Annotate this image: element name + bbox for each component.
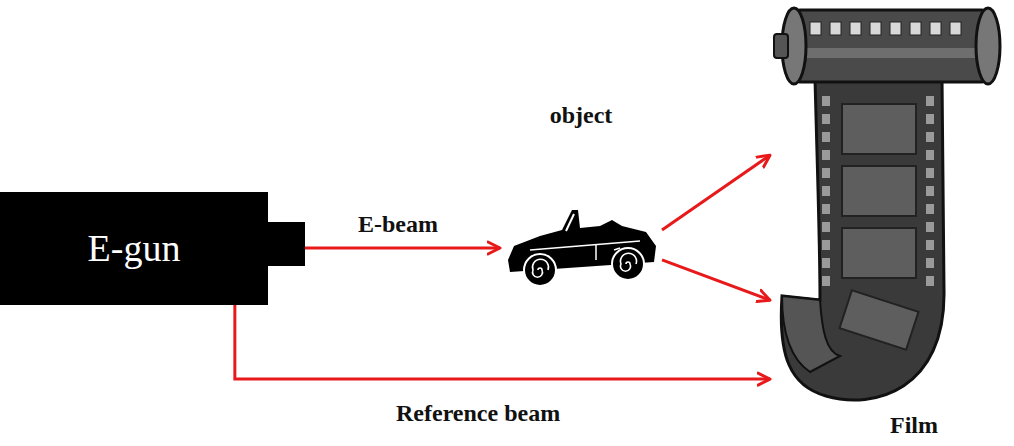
e-gun-label: E-gun	[88, 227, 181, 271]
e-gun-box: E-gun	[0, 192, 305, 305]
beam-label: Reference beam	[393, 400, 563, 426]
scattered-beam-arrow	[662, 155, 770, 230]
reference-beam-arrow	[235, 305, 770, 379]
car-illustration	[500, 100, 662, 295]
beam-label: E-beam	[355, 211, 441, 237]
object-node: object	[500, 100, 662, 295]
film-label: Film	[890, 412, 938, 440]
e-beam-arrow	[305, 247, 500, 250]
scattered-beam-arrow	[662, 260, 770, 300]
film-node: Film	[770, 0, 1010, 446]
film-roll-illustration	[770, 0, 1010, 446]
object-label: object	[550, 102, 613, 130]
